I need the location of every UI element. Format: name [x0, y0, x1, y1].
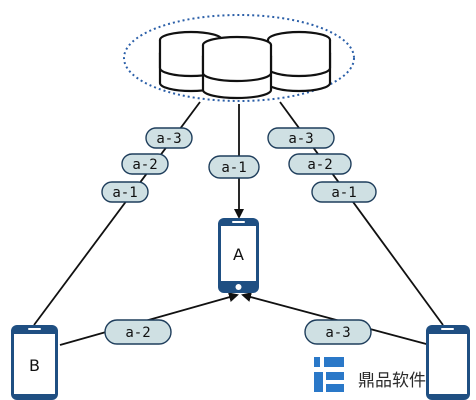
label-left-a2: a-2 [121, 153, 169, 175]
svg-text:a-1: a-1 [331, 185, 356, 201]
phone-c [426, 325, 470, 400]
database-cluster [123, 14, 355, 102]
svg-text:a-2: a-2 [132, 157, 157, 173]
svg-text:a-2: a-2 [307, 157, 332, 173]
svg-text:a-1: a-1 [221, 160, 246, 176]
label-right-a1: a-1 [311, 181, 377, 203]
phone-a-label: A [233, 245, 244, 264]
label-center-a1: a-1 [208, 155, 260, 179]
database-icon-right [266, 30, 332, 93]
svg-text:a-3: a-3 [325, 325, 350, 341]
cloud-outline [123, 14, 355, 102]
label-c-to-a: a-3 [304, 319, 372, 345]
label-left-a1: a-1 [101, 181, 149, 203]
svg-text:a-3: a-3 [288, 131, 313, 147]
watermark-icon [314, 357, 344, 392]
database-icon-center [201, 35, 273, 100]
watermark-logo: 鼎品软件 [314, 357, 426, 392]
label-b-to-a: a-2 [104, 319, 172, 345]
phone-b: B [11, 325, 58, 400]
label-right-a3: a-3 [267, 127, 335, 149]
svg-text:a-2: a-2 [125, 325, 150, 341]
phone-b-label: B [29, 356, 40, 375]
phone-a: A [218, 218, 259, 293]
watermark-text: 鼎品软件 [358, 371, 426, 391]
svg-text:a-1: a-1 [112, 185, 137, 201]
label-left-a3: a-3 [145, 127, 193, 149]
svg-text:a-3: a-3 [156, 131, 181, 147]
label-right-a2: a-2 [288, 153, 352, 175]
